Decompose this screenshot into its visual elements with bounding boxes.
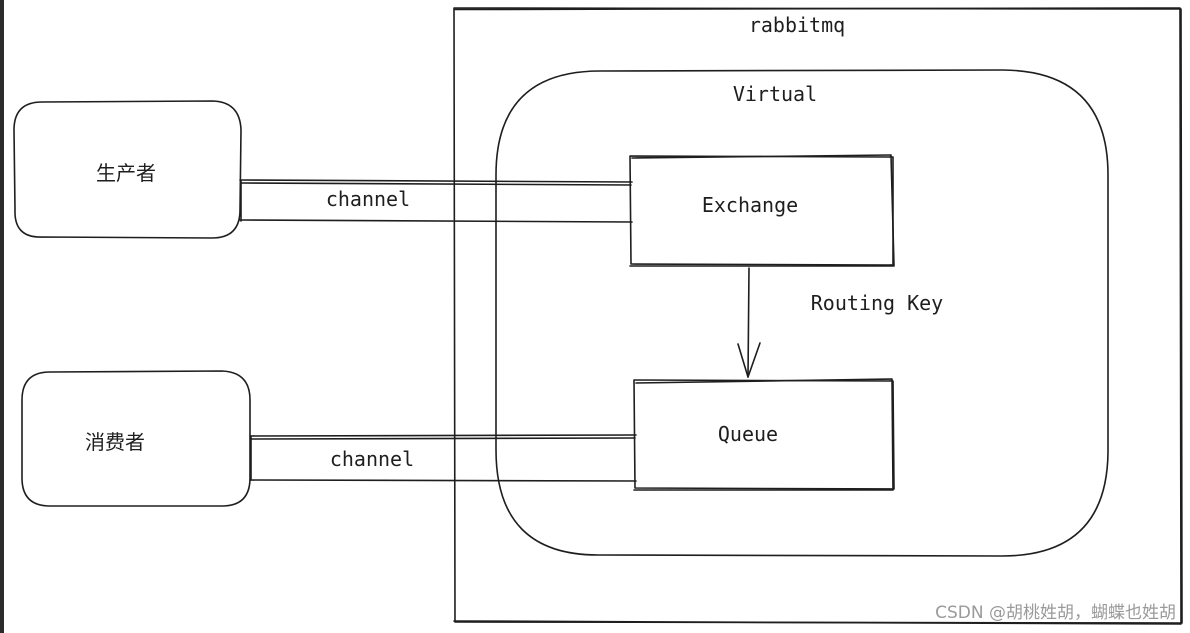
consumer-label: 消费者 (85, 430, 145, 454)
routing-key-label: Routing Key (811, 291, 943, 315)
consumer-box (21, 370, 251, 507)
routing-arrow (737, 267, 761, 378)
exchange-box (629, 154, 895, 267)
broker-label: rabbitmq (749, 13, 845, 37)
vhost-label: Virtual (733, 82, 817, 106)
producer-channel-label: channel (326, 187, 410, 211)
rabbitmq-broker-box (453, 7, 1183, 625)
queue-label: Queue (718, 422, 778, 446)
producer-box (13, 100, 242, 239)
exchange-label: Exchange (702, 193, 798, 217)
virtual-host-box (495, 69, 1109, 557)
producer-label: 生产者 (96, 161, 156, 185)
consumer-channel-label: channel (330, 447, 414, 471)
csdn-watermark: CSDN @胡桃姓胡，蝴蝶也姓胡 (935, 603, 1176, 623)
consumer-channel (249, 434, 637, 482)
queue-box (633, 378, 895, 491)
left-edge-strip (0, 0, 4, 633)
producer-channel (239, 179, 633, 223)
